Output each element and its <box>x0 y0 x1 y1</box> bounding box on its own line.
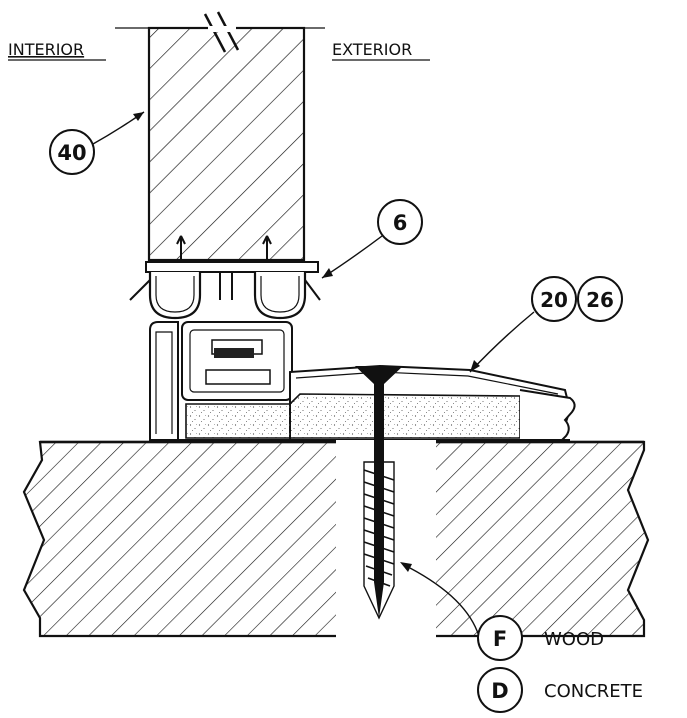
callout-concrete-text: D <box>491 679 508 703</box>
callout-door: 40 <box>49 111 145 175</box>
callout-wood-text: F <box>493 627 507 651</box>
door-sweep <box>129 235 321 320</box>
callout-door-text: 40 <box>57 141 86 165</box>
callout-threshold-a-text: 20 <box>540 288 568 312</box>
callout-fastener: F WOOD D CONCRETE <box>400 562 643 713</box>
callout-sweep-text: 6 <box>393 211 408 235</box>
callout-threshold: 20 26 <box>469 276 623 373</box>
door-slab <box>147 11 306 262</box>
interior-label: INTERIOR <box>8 40 84 59</box>
callout-threshold-b-text: 26 <box>586 288 614 312</box>
legend-wood: WOOD <box>544 629 604 650</box>
threshold <box>149 321 576 443</box>
fastener-screw <box>336 366 436 640</box>
callout-sweep: 6 <box>321 199 423 279</box>
legend-concrete: CONCRETE <box>544 681 643 702</box>
exterior-label: EXTERIOR <box>332 40 412 59</box>
